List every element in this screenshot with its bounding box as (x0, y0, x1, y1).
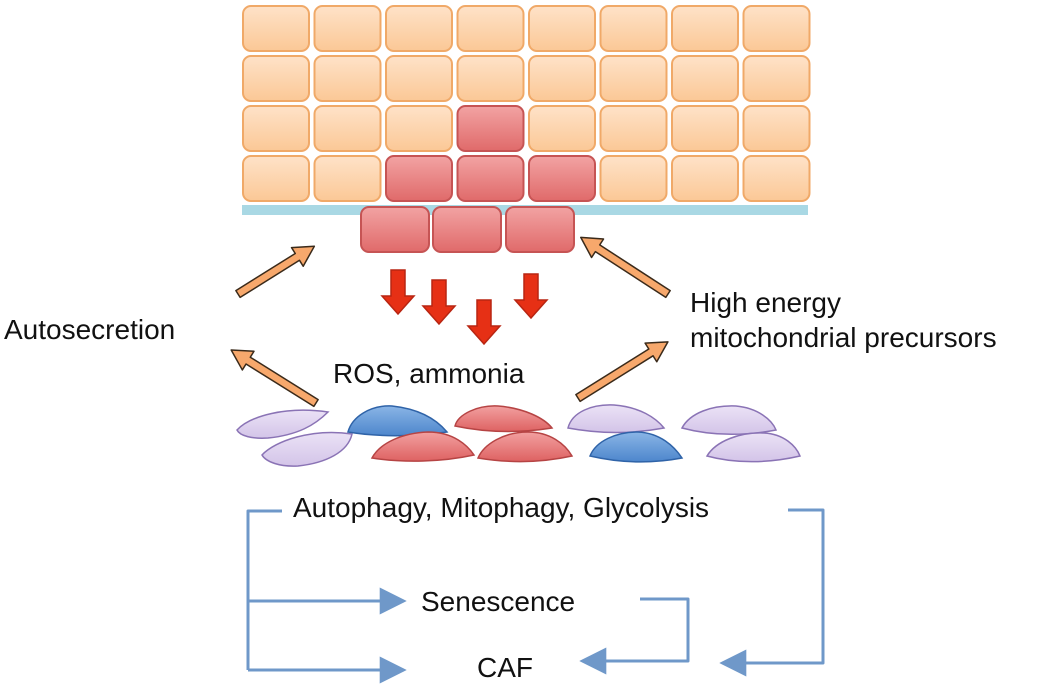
tumor-cell (456, 105, 525, 152)
orange-arrow-autosecretion-upper (235, 245, 316, 299)
orange-arrow-energy-lower (575, 341, 669, 403)
orange-arrow-energy-upper (580, 236, 671, 299)
normal-epithelial-cell (671, 55, 739, 102)
fibroblast-red (476, 431, 574, 463)
fibroblast-purple (261, 431, 353, 467)
normal-epithelial-cell (385, 105, 453, 152)
normal-epithelial-cell (456, 55, 525, 102)
fibroblast-blue (588, 431, 684, 463)
label-caf: CAF (477, 652, 533, 683)
label-high-energy-precursors: High energy mitochondrial precursors (690, 285, 997, 355)
tumor-cell (528, 155, 596, 202)
invading-tumor-cells (360, 206, 575, 253)
normal-epithelial-cell (242, 105, 310, 152)
normal-epithelial-cell (528, 5, 596, 52)
normal-epithelial-cell (742, 55, 811, 102)
flow-connectors (246, 508, 825, 684)
fibroblast-blue (347, 405, 449, 437)
fibroblast-red (370, 431, 476, 462)
epithelium-cell-grid (242, 5, 811, 202)
normal-epithelial-cell (671, 155, 739, 202)
normal-epithelial-cell (528, 55, 596, 102)
label-high-energy-line1: High energy (690, 287, 841, 318)
label-autophagy-mitophagy-glycolysis: Autophagy, Mitophagy, Glycolysis (293, 492, 710, 523)
normal-epithelial-cell (313, 105, 382, 152)
normal-epithelial-cell (599, 155, 668, 202)
invading-tumor-cell (505, 206, 575, 253)
label-senescence: Senescence (421, 586, 576, 617)
red-down-arrow (380, 269, 416, 316)
label-high-energy-line2: mitochondrial precursors (690, 322, 997, 353)
normal-epithelial-cell (385, 5, 453, 52)
normal-epithelial-cell (242, 55, 310, 102)
tumor-cell (456, 155, 525, 202)
orange-arrow-autosecretion-lower (230, 349, 319, 408)
ros-arrows (380, 269, 549, 346)
normal-epithelial-cell (242, 5, 310, 52)
label-autosecretion: Autosecretion (4, 314, 176, 345)
normal-epithelial-cell (599, 105, 668, 152)
normal-epithelial-cell (385, 55, 453, 102)
red-down-arrow (466, 299, 502, 346)
invading-tumor-cell (432, 206, 502, 253)
normal-epithelial-cell (528, 105, 596, 152)
normal-epithelial-cell (742, 155, 811, 202)
normal-epithelial-cell (313, 5, 382, 52)
normal-epithelial-cell (313, 155, 382, 202)
normal-epithelial-cell (599, 5, 668, 52)
normal-epithelial-cell (671, 105, 739, 152)
label-ros-ammonia: ROS, ammonia (333, 358, 525, 389)
fibroblast-purple (705, 432, 802, 463)
normal-epithelial-cell (242, 155, 310, 202)
red-down-arrow (421, 279, 457, 326)
fibroblast-red (454, 405, 554, 433)
normal-epithelial-cell (671, 5, 739, 52)
normal-epithelial-cell (456, 5, 525, 52)
flow-arrow-senescence-to-caf (579, 597, 690, 675)
fibroblast-purple (567, 404, 666, 434)
red-down-arrow (513, 273, 549, 320)
flow-arrow-glycolysis-to-caf (719, 508, 825, 677)
stromal-cells (236, 404, 802, 467)
fibroblast-purple (680, 405, 778, 435)
normal-epithelial-cell (742, 105, 811, 152)
normal-epithelial-cell (742, 5, 811, 52)
tumor-cell (385, 155, 453, 202)
flow-line-left-bracket (246, 509, 282, 670)
normal-epithelial-cell (599, 55, 668, 102)
normal-epithelial-cell (313, 55, 382, 102)
orange-arrows (230, 236, 671, 408)
invading-tumor-cell (360, 206, 430, 253)
fibroblast-purple (236, 409, 330, 439)
